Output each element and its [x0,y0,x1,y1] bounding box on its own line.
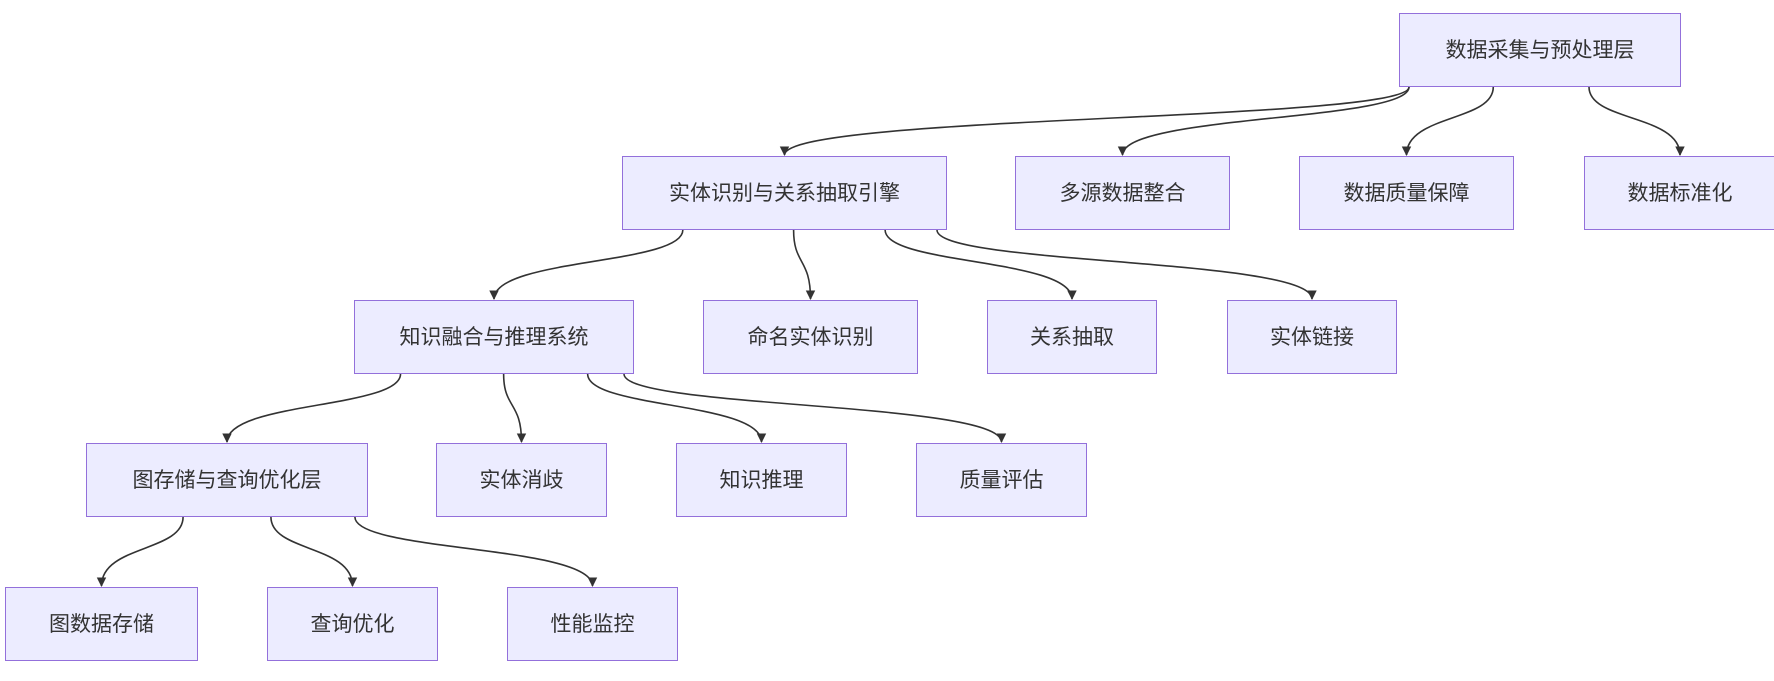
edge-storage_layer-to-perf_monitor [354,516,598,587]
node-storage-layer: 图存储与查询优化层 [86,443,368,517]
node-graph-storage: 图数据存储 [5,587,198,661]
node-ner: 命名实体识别 [703,300,918,374]
edge-fusion_system-to-storage_layer [222,373,402,443]
node-data-quality: 数据质量保障 [1299,156,1514,230]
node-quality-eval: 质量评估 [916,443,1087,517]
node-data-standard: 数据标准化 [1584,156,1774,230]
edge-fusion_system-to-quality_eval [623,373,1007,443]
edge-data_layer-to-multi_source [1117,86,1410,156]
node-disambiguation: 实体消歧 [436,443,607,517]
edge-storage_layer-to-graph_storage [96,516,184,587]
edge-extraction_engine-to-ner [792,229,816,300]
edge-extraction_engine-to-entity_linking [936,229,1317,300]
node-reasoning: 知识推理 [676,443,847,517]
edge-storage_layer-to-query_opt [270,516,358,587]
edge-data_layer-to-data_quality [1401,86,1495,156]
edge-extraction_engine-to-relation_extraction [884,229,1077,300]
node-entity-linking: 实体链接 [1227,300,1397,374]
node-performance-monitoring: 性能监控 [507,587,678,661]
node-multi-source: 多源数据整合 [1015,156,1230,230]
node-relation-extraction: 关系抽取 [987,300,1157,374]
node-query-optimization: 查询优化 [267,587,438,661]
edge-extraction_engine-to-fusion_system [489,229,684,300]
node-extraction-engine: 实体识别与关系抽取引擎 [622,156,947,230]
edge-fusion_system-to-disambiguation [502,373,527,443]
node-fusion-system: 知识融合与推理系统 [354,300,634,374]
node-data-layer: 数据采集与预处理层 [1399,13,1681,87]
edge-fusion_system-to-reasoning [586,373,767,443]
edge-data_layer-to-extraction_engine [779,86,1410,156]
edge-data_layer-to-data_standard [1588,86,1685,156]
